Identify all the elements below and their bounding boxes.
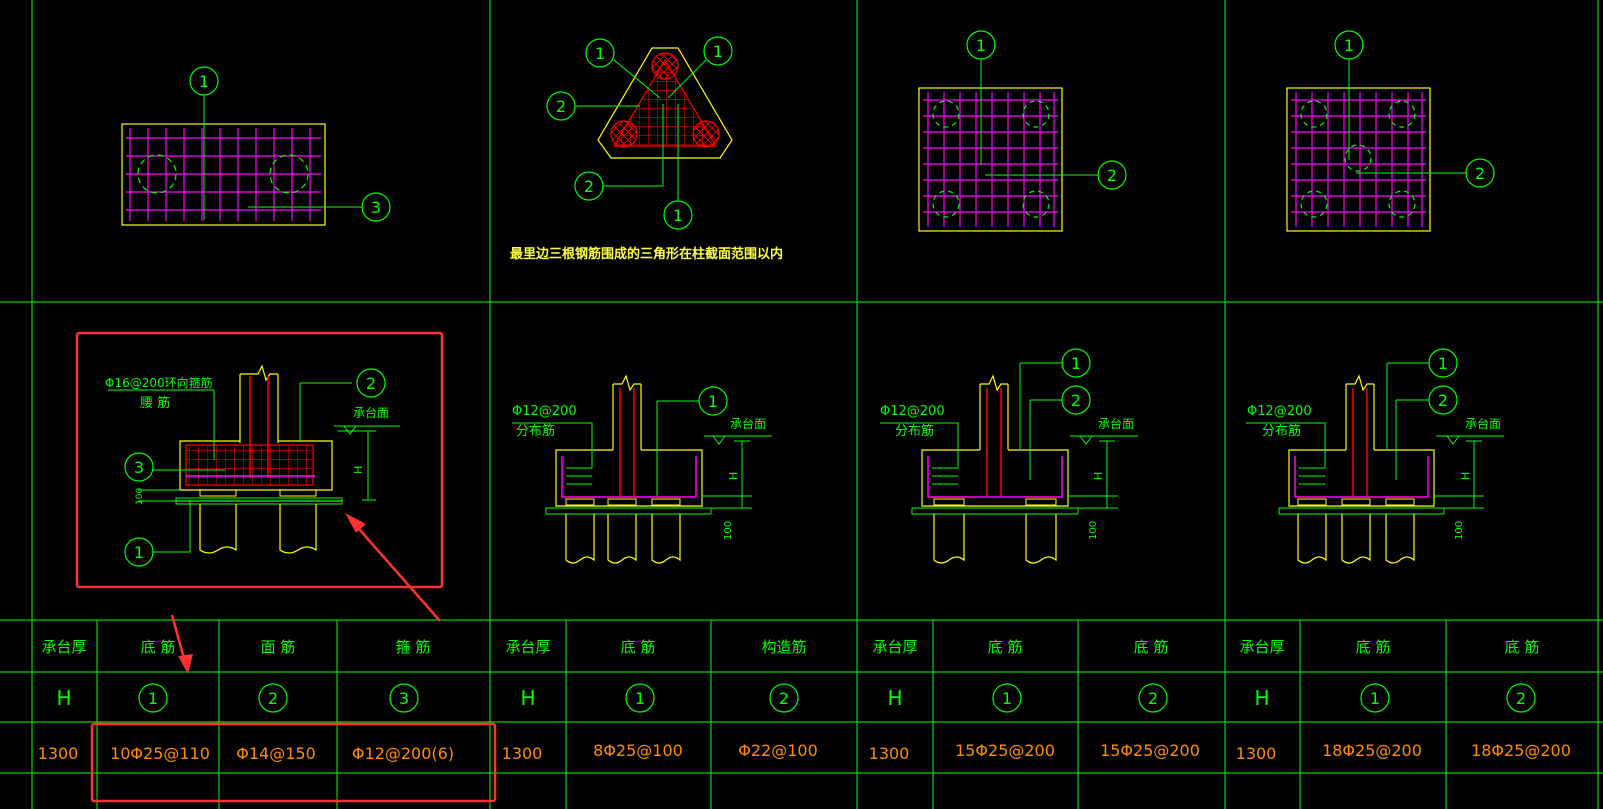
mark-1-label: 1 bbox=[708, 392, 718, 411]
col-thickness-3: 承台厚 bbox=[872, 638, 917, 656]
panel-plan-rect: 1 3 bbox=[121, 66, 391, 226]
col-bottom-rebar: 底 筋 bbox=[988, 638, 1023, 656]
mark-3-label: 3 bbox=[371, 198, 381, 217]
cover-100-label: 100 bbox=[1454, 521, 1465, 540]
mark-1-label: 1 bbox=[1071, 354, 1081, 373]
col-bottom-rebar: 底 筋 bbox=[1356, 638, 1391, 656]
cap-face-label: 承台面 bbox=[1465, 416, 1501, 431]
col-bottom-rebar: 底 筋 bbox=[1134, 638, 1169, 656]
mark-2-label: 2 bbox=[1516, 689, 1526, 708]
mark-1-label: 1 bbox=[1370, 689, 1380, 708]
cover-100-label: 100 bbox=[1088, 521, 1099, 540]
bottom-rebar-value: 15Φ25@200 bbox=[955, 741, 1055, 760]
col-thickness-2: 承台厚 bbox=[505, 638, 550, 656]
col-bottom-rebar: 底 筋 bbox=[141, 638, 176, 656]
mark-1-label: 1 bbox=[1002, 689, 1012, 708]
mark-3-label: 3 bbox=[134, 458, 144, 477]
mark-1-label: 1 bbox=[1344, 36, 1354, 55]
mark-1-label: 1 bbox=[976, 36, 986, 55]
col-bottom-rebar: 底 筋 bbox=[621, 638, 656, 656]
dist-rebar-label: 分布筋 bbox=[516, 423, 555, 439]
ring-stirrup-label: Φ16@200环向箍筋 bbox=[105, 375, 213, 390]
mark-1-label: 1 bbox=[595, 44, 605, 63]
panel-section-4pile: Φ12@200 分布筋 承台面 H 100 1 2 bbox=[880, 348, 1138, 564]
mark-1-label: 1 bbox=[713, 42, 723, 61]
mark-1-label: 1 bbox=[635, 689, 645, 708]
stirrup-value: Φ12@200(6) bbox=[352, 744, 454, 763]
cap-thickness-value: 1300 bbox=[1236, 744, 1277, 763]
height-label: H bbox=[1459, 472, 1472, 480]
highlight-box bbox=[75, 331, 444, 589]
dist-rebar-spec: Φ12@200 bbox=[512, 404, 577, 419]
mark-1-label: 1 bbox=[134, 543, 144, 562]
highlight-values-box bbox=[90, 722, 497, 803]
panel-section-3pile: Φ12@200 分布筋 承台面 H 100 1 bbox=[512, 374, 772, 564]
mark-h: H bbox=[56, 686, 71, 710]
dist-rebar-spec: Φ12@200 bbox=[880, 404, 945, 419]
cap-face-label: 承台面 bbox=[730, 416, 766, 431]
dist-rebar-spec: Φ12@200 bbox=[1247, 404, 1312, 419]
waist-rebar-label: 腰 筋 bbox=[140, 395, 170, 411]
col-construct-rebar: 构造筋 bbox=[761, 638, 806, 656]
mark-2-label: 2 bbox=[1475, 164, 1485, 183]
mark-2-label: 2 bbox=[268, 689, 278, 708]
height-label: H bbox=[352, 466, 365, 474]
annotation-arrows bbox=[170, 513, 441, 674]
construct-rebar-value: Φ22@100 bbox=[738, 741, 818, 760]
mark-h: H bbox=[1254, 686, 1269, 710]
cover-100-label: 100 bbox=[723, 521, 734, 540]
mark-1-circle bbox=[189, 66, 219, 96]
dist-rebar-label: 分布筋 bbox=[895, 423, 934, 439]
triangle-note: 最里边三根钢筋围成的三角形在柱截面范围以内 bbox=[510, 246, 783, 262]
height-label: H bbox=[1092, 472, 1105, 480]
mark-2-label: 2 bbox=[1107, 166, 1117, 185]
col-stirrup: 箍 筋 bbox=[396, 638, 431, 656]
mark-3-label: 3 bbox=[399, 689, 409, 708]
panel-plan-square-4: 1 2 bbox=[918, 30, 1127, 232]
mark-2-label: 2 bbox=[366, 374, 376, 393]
cap-face-label: 承台面 bbox=[1098, 416, 1134, 431]
cap-face-label: 承台面 bbox=[353, 405, 389, 420]
bottom-rebar-value: 10Φ25@110 bbox=[110, 744, 210, 763]
mark-1-label: 1 bbox=[1438, 354, 1448, 373]
bottom-rebar-value: 8Φ25@100 bbox=[593, 741, 683, 760]
rebar-table: 承台厚 底 筋 面 筋 箍 筋 承台厚 底 筋 构造筋 承台厚 底 筋 底 筋 … bbox=[38, 638, 1571, 763]
panel-section-rect: Φ16@200环向箍筋 腰 筋 承台面 H 100 2 3 1 bbox=[75, 331, 444, 589]
mark-h: H bbox=[520, 686, 535, 710]
panel-plan-square-5: 1 2 bbox=[1286, 30, 1495, 232]
mark-2-label: 2 bbox=[1071, 391, 1081, 410]
panel-plan-triangle: 1 1 2 2 1 最里边三根钢筋围成的三角形在柱截面范围以内 bbox=[510, 36, 783, 262]
mark-1-label: 1 bbox=[199, 72, 209, 91]
height-label: H bbox=[727, 472, 740, 480]
mark-1-label: 1 bbox=[673, 206, 683, 225]
mark-2-label: 2 bbox=[1148, 689, 1158, 708]
col-top-rebar: 面 筋 bbox=[261, 638, 296, 656]
cap-thickness-value: 1300 bbox=[502, 744, 543, 763]
mark-2-label: 2 bbox=[584, 177, 594, 196]
mark-2-label: 2 bbox=[1438, 391, 1448, 410]
top-rebar-value: Φ14@150 bbox=[236, 744, 316, 763]
col-bottom-rebar: 底 筋 bbox=[1505, 638, 1540, 656]
cover-100-label: 100 bbox=[135, 488, 145, 505]
col-thickness-1: 承台厚 bbox=[41, 638, 86, 656]
bottom-rebar-value: 18Φ25@200 bbox=[1471, 741, 1571, 760]
bottom-rebar-value: 18Φ25@200 bbox=[1322, 741, 1422, 760]
bottom-rebar-value: 15Φ25@200 bbox=[1100, 741, 1200, 760]
mark-3-circle bbox=[361, 192, 391, 222]
dist-rebar-label: 分布筋 bbox=[1262, 423, 1301, 439]
col-thickness-4: 承台厚 bbox=[1239, 638, 1284, 656]
mark-h: H bbox=[887, 686, 902, 710]
cap-thickness-value: 1300 bbox=[869, 744, 910, 763]
panel-section-5pile: Φ12@200 分布筋 承台面 H 100 1 2 bbox=[1246, 348, 1504, 564]
mark-1-label: 1 bbox=[148, 689, 158, 708]
mark-2-label: 2 bbox=[779, 689, 789, 708]
mark-2-label: 2 bbox=[556, 97, 566, 116]
cap-thickness-value: 1300 bbox=[38, 744, 79, 763]
